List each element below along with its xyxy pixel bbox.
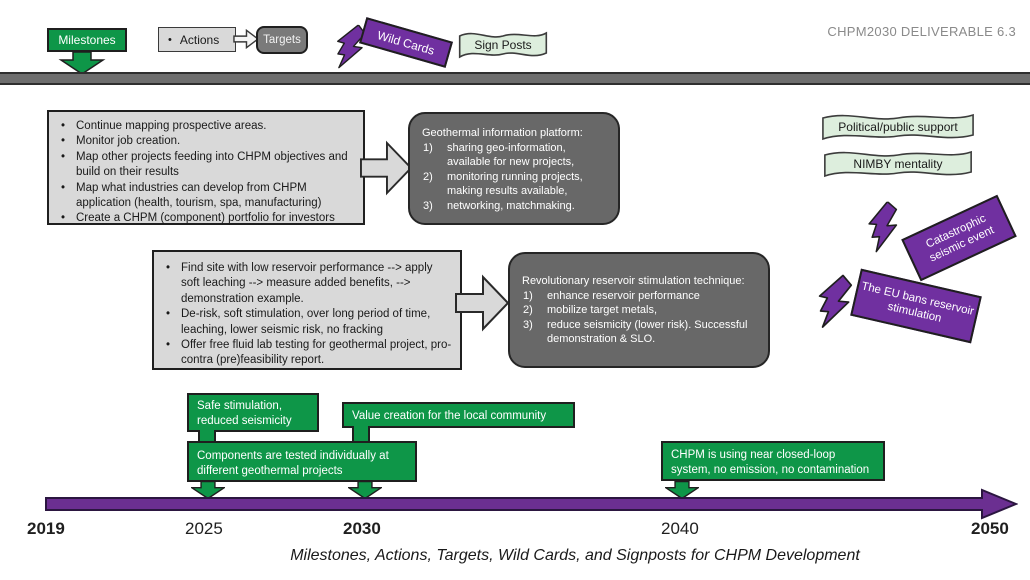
- milestone-components-tested: Components are tested individually at di…: [187, 441, 417, 482]
- legend-milestones-box: Milestones: [47, 28, 127, 52]
- action-item: Create a CHPM (component) portfolio for …: [57, 211, 355, 227]
- block-arrow-icon: [455, 274, 509, 332]
- top-divider-bar: [0, 72, 1030, 85]
- target-title: Revolutionary reservoir stimulation tech…: [522, 275, 745, 287]
- legend-actions-label: Actions: [179, 32, 220, 47]
- action-item: Offer free fluid lab testing for geother…: [162, 338, 452, 369]
- action-item: De-risk, soft stimulation, over long per…: [162, 307, 452, 338]
- signpost-label: Political/public support: [838, 120, 958, 134]
- legend-targets-label: Targets: [263, 34, 301, 46]
- milestone-value-creation: Value creation for the local community: [342, 402, 575, 428]
- signpost-political-support: Political/public support: [820, 109, 976, 145]
- legend-actions-box: • Actions: [158, 27, 236, 52]
- wildcard-label: Catastrophic seismic event: [924, 212, 997, 265]
- milestone-label: CHPM is using near closed-loop system, n…: [671, 449, 870, 476]
- legend-targets-box: Targets: [256, 26, 308, 54]
- action-item: Map what industries can develop from CHP…: [57, 181, 355, 212]
- action-list: Continue mapping prospective areas. Moni…: [57, 119, 355, 227]
- legend-wildcards-box: Wild Cards: [359, 17, 453, 68]
- milestone-safe-stimulation: Safe stimulation, reduced seismicity: [187, 393, 319, 432]
- year-label-2040: 2040: [661, 519, 699, 538]
- down-arrow-icon: [348, 480, 382, 500]
- target-title: Geothermal information platform:: [422, 127, 583, 139]
- target-list: enhance reservoir performance mobilize t…: [522, 289, 760, 347]
- flag-icon: [820, 109, 976, 145]
- deliverable-label: CHPM2030 DELIVERABLE 6.3: [827, 24, 1016, 39]
- legend-milestones-label: Milestones: [58, 33, 116, 47]
- action-item: Find site with low reservoir performance…: [162, 261, 452, 307]
- legend-signposts-flag: Sign Posts: [458, 27, 548, 63]
- signpost-nimby: NIMBY mentality: [822, 146, 974, 182]
- legend-signposts-label: Sign Posts: [474, 38, 532, 52]
- year-label-2019: 2019: [27, 519, 65, 538]
- milestone-connector: [198, 430, 216, 443]
- target-box-stimulation: Revolutionary reservoir stimulation tech…: [508, 252, 770, 368]
- milestone-connector: [352, 426, 370, 443]
- action-item: Monitor job creation.: [57, 134, 355, 150]
- lightning-icon: [868, 200, 898, 253]
- timeline-arrow: [45, 488, 1018, 520]
- wildcard-eu-ban: The EU bans reservoir stimulation: [850, 268, 982, 344]
- down-arrow-icon: [191, 480, 225, 500]
- lightning-icon: [818, 274, 853, 328]
- target-box-platform: Geothermal information platform: sharing…: [408, 112, 620, 225]
- wildcard-seismic-event: Catastrophic seismic event: [901, 194, 1017, 282]
- signpost-label: NIMBY mentality: [853, 157, 943, 171]
- bullet-icon: •: [168, 33, 172, 46]
- down-arrow-icon: [665, 480, 699, 500]
- action-box-stimulation: Find site with low reservoir performance…: [152, 250, 462, 370]
- action-list: Find site with low reservoir performance…: [162, 261, 452, 369]
- flag-icon: [458, 27, 548, 63]
- year-label-2050: 2050: [971, 519, 1009, 538]
- wildcard-label: The EU bans reservoir stimulation: [860, 280, 976, 325]
- year-label-2030: 2030: [343, 519, 381, 538]
- flag-icon: [822, 146, 974, 182]
- target-item: sharing geo-information, available for n…: [423, 141, 575, 169]
- action-item: Map other projects feeding into CHPM obj…: [57, 150, 355, 181]
- target-item: monitoring running projects, making resu…: [423, 170, 583, 198]
- action-box-mapping: Continue mapping prospective areas. Moni…: [47, 110, 365, 227]
- milestone-label: Components are tested individually at di…: [197, 450, 389, 477]
- down-arrow-icon: [58, 51, 106, 75]
- flow-arrow-icon: [233, 29, 259, 49]
- target-item: reduce seismicity (lower risk). Successf…: [523, 318, 748, 346]
- year-label-2025: 2025: [185, 519, 223, 538]
- action-item: Continue mapping prospective areas.: [57, 119, 355, 135]
- milestone-label: Value creation for the local community: [352, 410, 547, 422]
- target-item: enhance reservoir performance: [523, 289, 700, 303]
- milestone-closed-loop: CHPM is using near closed-loop system, n…: [661, 441, 885, 481]
- target-item: networking, matchmaking.: [423, 199, 575, 213]
- block-arrow-icon: [360, 140, 412, 196]
- figure-caption: Milestones, Actions, Targets, Wild Cards…: [290, 547, 860, 564]
- legend-wildcards-label: Wild Cards: [375, 27, 437, 58]
- target-list: sharing geo-information, available for n…: [422, 141, 610, 214]
- target-item: mobilize target metals,: [523, 303, 658, 317]
- milestone-label: Safe stimulation, reduced seismicity: [197, 400, 292, 427]
